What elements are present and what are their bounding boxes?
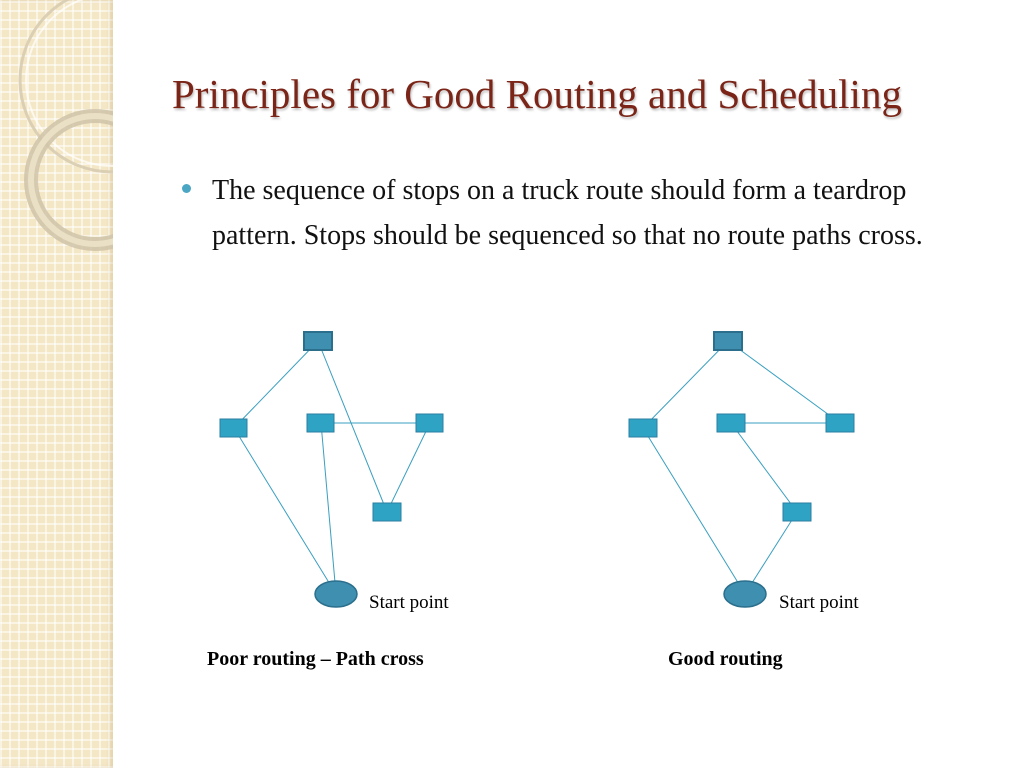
stop-node xyxy=(716,413,746,433)
route-line xyxy=(730,422,798,513)
stop-node xyxy=(628,418,658,438)
poor-route-lines xyxy=(233,340,431,595)
route-line xyxy=(233,340,319,429)
stop-node xyxy=(415,413,444,433)
poor-routing-diagram: Start point xyxy=(219,331,449,613)
route-line xyxy=(386,422,431,513)
poor-routing-caption: Poor routing – Path cross xyxy=(207,648,424,670)
bullet-item: The sequence of stops on a truck route s… xyxy=(182,168,962,258)
slide-title: Principles for Good Routing and Scheduli… xyxy=(172,71,902,117)
route-line xyxy=(642,427,746,595)
route-line xyxy=(642,340,729,429)
route-line xyxy=(320,422,337,595)
stop-node xyxy=(372,502,402,522)
route-line xyxy=(744,511,798,595)
stop-node xyxy=(782,502,812,522)
start-point-label: Start point xyxy=(369,592,449,613)
good-routing-caption: Good routing xyxy=(668,648,783,670)
bullet-text: The sequence of stops on a truck route s… xyxy=(212,175,923,251)
stop-node xyxy=(713,331,743,351)
start-point-node xyxy=(723,580,767,608)
good-routing-diagram: Start point xyxy=(628,331,859,613)
decorative-rings-icon xyxy=(18,0,113,251)
stop-node xyxy=(219,418,248,438)
decorative-sidebar xyxy=(0,0,113,768)
start-point-node xyxy=(314,580,358,608)
stop-node xyxy=(825,413,855,433)
start-point-label: Start point xyxy=(779,592,859,613)
route-line xyxy=(233,427,337,595)
stop-node xyxy=(303,331,333,351)
route-line xyxy=(727,340,841,424)
good-route-lines xyxy=(642,340,841,595)
bullet-dot-icon xyxy=(182,184,191,193)
stop-node xyxy=(306,413,335,433)
route-line xyxy=(317,340,388,513)
